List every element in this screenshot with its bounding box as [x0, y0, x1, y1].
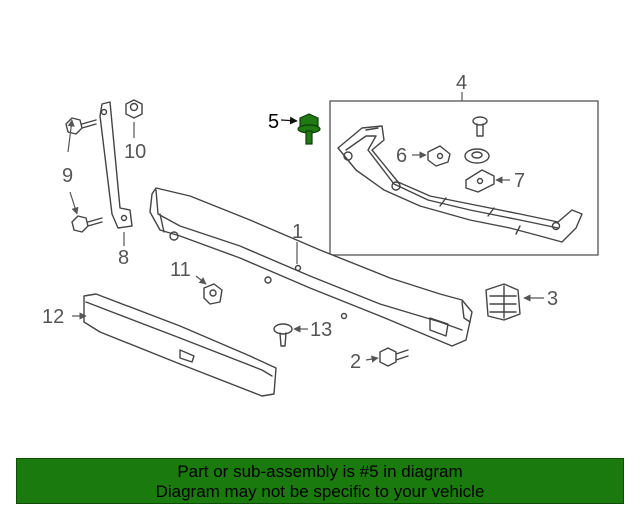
callout-4: 4 — [456, 72, 467, 94]
callout-8: 8 — [118, 247, 129, 269]
bumper-bracket — [337, 125, 583, 243]
part-8-bracket — [99, 101, 133, 246]
callout-11: 11 — [170, 259, 191, 281]
grommet — [464, 148, 490, 164]
callout-5: 5 — [268, 111, 279, 133]
info-banner: Part or sub-assembly is #5 in diagram Di… — [16, 458, 624, 504]
callout-7: 7 — [514, 170, 525, 192]
part-13-push-pin — [273, 323, 308, 347]
part-4-box — [329, 92, 599, 256]
part-11-clip — [195, 275, 223, 305]
part-6-clip-nut — [427, 145, 451, 167]
banner-line-disclaimer: Diagram may not be specific to your vehi… — [155, 482, 485, 501]
callout-13: 13 — [310, 319, 332, 341]
callout-1: 1 — [292, 221, 303, 243]
part-9-bolts — [65, 117, 103, 233]
part-7-clip — [465, 169, 495, 193]
callout-3: 3 — [547, 288, 558, 310]
part-5-bolt-highlighted — [280, 113, 321, 145]
part-12-energy-absorber — [72, 293, 277, 397]
part-2-bolt — [365, 347, 409, 367]
callout-12: 12 — [42, 306, 64, 328]
callout-9: 9 — [62, 165, 73, 187]
part-1-reinforcement-beam — [149, 187, 473, 347]
banner-line-part: Part or sub-assembly is #5 in diagram — [177, 462, 463, 481]
box-screw — [472, 116, 488, 137]
part-3-bracket — [485, 283, 544, 321]
part-10-nut — [125, 99, 143, 138]
callout-6: 6 — [396, 145, 407, 167]
callout-2: 2 — [350, 351, 361, 373]
callout-10: 10 — [124, 141, 146, 163]
